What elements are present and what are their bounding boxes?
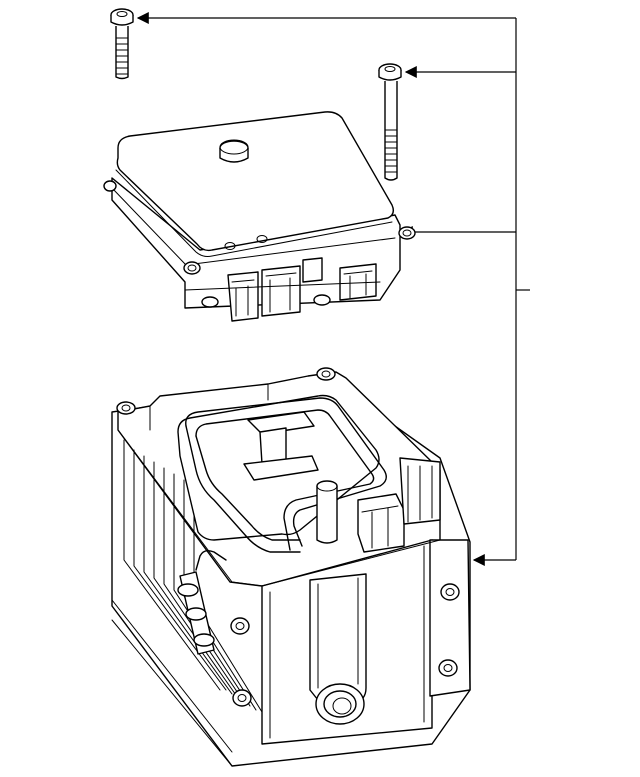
bolt-short (110, 8, 134, 80)
callout-leader-lines (136, 12, 530, 566)
control-module (103, 111, 416, 322)
battery-housing (111, 367, 471, 767)
bolt-long (378, 63, 402, 181)
